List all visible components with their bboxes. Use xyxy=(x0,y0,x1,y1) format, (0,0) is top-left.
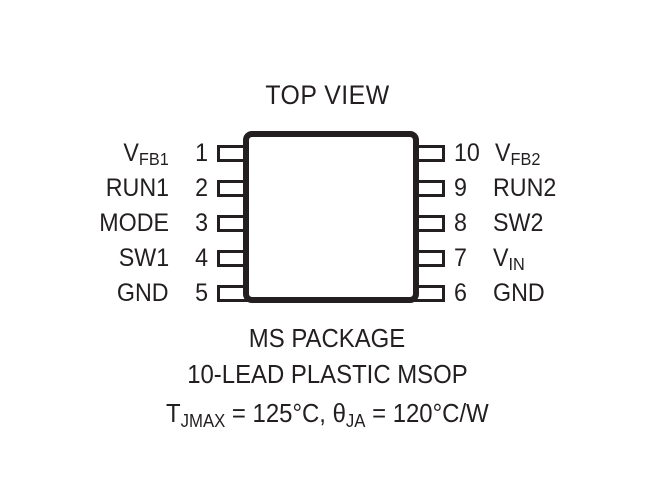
pin-number-4: 4 xyxy=(195,243,208,272)
pin-number-8: 8 xyxy=(454,208,467,237)
pin-label-gnd-5: GND xyxy=(117,278,169,307)
pin-label-gnd-6: GND xyxy=(493,278,545,307)
thermal-spec-caption: TJMAX = 125°C, θJA = 120°C/W xyxy=(0,398,655,431)
pin-row-right-10: 10 VFB2 xyxy=(412,138,655,170)
package-name-text: MS PACKAGE xyxy=(249,323,406,353)
pin-label-vin: VIN xyxy=(493,243,525,275)
pin-label-vfb1: VFB1 xyxy=(123,138,169,170)
pin-number-10: 10 xyxy=(454,138,480,167)
pin-number-7: 7 xyxy=(454,243,467,272)
package-description-text: 10-LEAD PLASTIC MSOP xyxy=(187,359,468,389)
pin-number-1: 1 xyxy=(195,138,208,167)
package-name-caption: MS PACKAGE xyxy=(0,325,655,351)
package-description-caption: 10-LEAD PLASTIC MSOP xyxy=(0,361,655,387)
pin-row-left-5: GND 5 xyxy=(0,278,250,307)
pin-number-3: 3 xyxy=(195,208,208,237)
thermal-spec-text: TJMAX = 125°C, θJA = 120°C/W xyxy=(166,398,489,431)
pin-label-vfb2: VFB2 xyxy=(494,138,541,170)
pin-label-run2: RUN2 xyxy=(493,173,557,202)
pin-label-sw2: SW2 xyxy=(493,208,544,237)
pin-row-left-3: MODE 3 xyxy=(0,208,250,237)
pin-label-run1: RUN1 xyxy=(105,173,169,202)
pin-row-left-4: SW1 4 xyxy=(0,243,250,272)
pin-row-right-7: 7 VIN xyxy=(412,243,655,275)
pin-row-right-6: 6 GND xyxy=(412,278,655,307)
pin-label-sw1: SW1 xyxy=(118,243,169,272)
pin-row-left-1: VFB1 1 xyxy=(0,138,250,170)
pin-row-right-8: 8 SW2 xyxy=(412,208,655,237)
pin-number-5: 5 xyxy=(195,278,208,307)
pin-number-2: 2 xyxy=(195,173,208,202)
top-view-title: TOP VIEW xyxy=(265,80,390,110)
pin-number-9: 9 xyxy=(454,173,467,202)
pin-row-left-2: RUN1 2 xyxy=(0,173,250,202)
pin-row-right-9: 9 RUN2 xyxy=(412,173,655,202)
pin-number-6: 6 xyxy=(454,278,467,307)
package-body-outline xyxy=(243,131,419,303)
pin-label-mode: MODE xyxy=(99,208,169,237)
